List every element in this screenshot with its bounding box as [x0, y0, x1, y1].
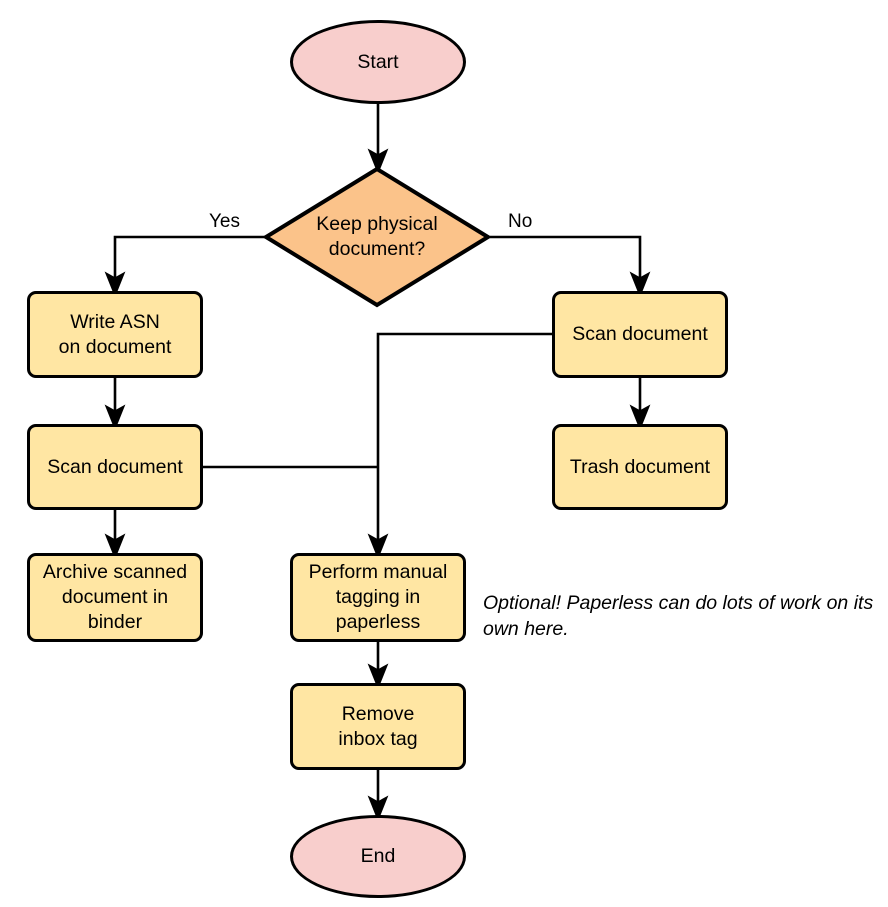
node-trash-label: Trash document [569, 455, 711, 478]
node-write-asn[interactable]: Write ASN on document [27, 291, 203, 378]
node-scan-right[interactable]: Scan document [552, 291, 728, 378]
node-tagging-label: Perform manual tagging in paperless [308, 561, 448, 633]
node-end[interactable]: End [290, 815, 466, 898]
node-scan-right-label: Scan document [572, 323, 708, 346]
node-end-label: End [360, 845, 396, 868]
edge-label-no: No [508, 211, 533, 232]
node-write-asn-label: Write ASN on document [58, 310, 172, 358]
node-decision[interactable]: Keep physical document? [263, 166, 491, 308]
edge-scan-right-to-tagging [367, 332, 552, 560]
edge-label-yes: Yes [209, 211, 240, 232]
node-start[interactable]: Start [290, 20, 466, 104]
node-remove-inbox-label: Remove inbox tag [338, 702, 418, 750]
node-scan-left-label: Scan document [47, 455, 183, 478]
node-remove-inbox[interactable]: Remove inbox tag [290, 683, 466, 770]
node-decision-label: Keep physical document? [316, 213, 438, 260]
node-scan-left[interactable]: Scan document [27, 424, 203, 510]
edge-decision-to-scan-right [490, 235, 651, 298]
node-archive[interactable]: Archive scanned document in binder [27, 553, 203, 642]
node-start-label: Start [357, 50, 399, 73]
node-tagging[interactable]: Perform manual tagging in paperless [290, 553, 466, 642]
diamond-shape [263, 166, 491, 308]
node-trash[interactable]: Trash document [552, 424, 728, 510]
node-archive-label: Archive scanned document in binder [42, 561, 188, 633]
edge-decision-to-write-asn [104, 235, 265, 298]
annotation-text: Optional! Paperless can do lots of work … [483, 592, 874, 641]
